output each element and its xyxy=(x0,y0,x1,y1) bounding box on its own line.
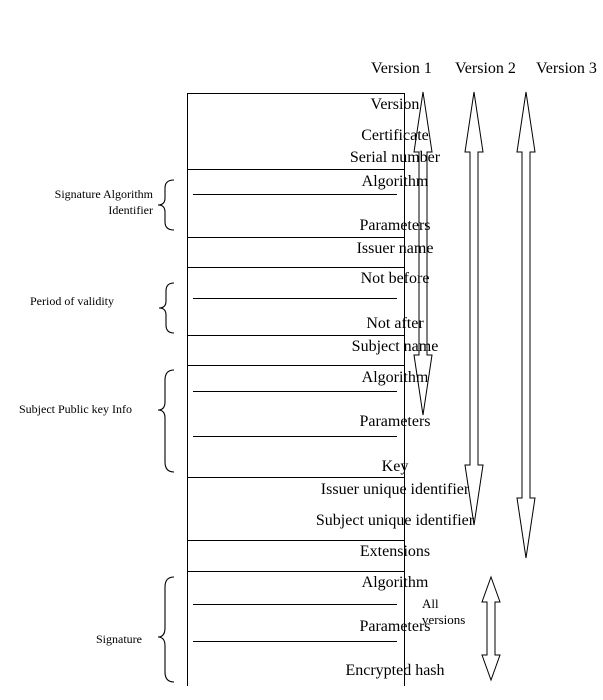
field-public-key-parameters: Parameters xyxy=(359,413,431,430)
version-1-arrow xyxy=(413,91,433,416)
all-versions-line: versions xyxy=(422,612,466,627)
field-signature-parameters-2: Parameters xyxy=(359,618,431,635)
group-label-subject-public-key-info: Subject Public key Info xyxy=(19,402,132,416)
version-1-header: Version 1 xyxy=(371,60,432,77)
group-label-signature-algorithm-identifier: Signature Algorithm Identifier xyxy=(27,186,153,218)
field-serial-number: Serial number xyxy=(349,149,441,166)
field-issuer-name: Issuer name xyxy=(356,240,434,257)
field-version: Version xyxy=(370,96,420,113)
field-subject-name: Subject name xyxy=(351,338,439,355)
field-subject-unique-identifier: Subject unique identifier xyxy=(315,512,475,529)
all-versions-line: All xyxy=(422,596,439,611)
version-2-header: Version 2 xyxy=(455,60,516,77)
all-versions-label: All versions xyxy=(422,596,465,628)
field-signature-algorithm-2: Algorithm xyxy=(361,574,429,591)
version-3-header: Version 3 xyxy=(536,60,597,77)
field-certificate: Certificate xyxy=(361,127,429,144)
group-label-line: Identifier xyxy=(108,203,153,217)
field-extensions: Extensions xyxy=(359,543,431,560)
field-encrypted-hash: Encrypted hash xyxy=(345,662,445,679)
all-versions-arrow xyxy=(481,575,501,682)
group-label-line: Signature Algorithm xyxy=(54,187,153,201)
group-label-period-of-validity: Period of validity xyxy=(30,294,114,308)
field-issuer-unique-identifier: Issuer unique identifier xyxy=(320,481,470,498)
field-signature-parameters: Parameters xyxy=(359,217,431,234)
brace-signature xyxy=(157,576,175,683)
version-3-arrow xyxy=(516,91,536,559)
field-public-key-algorithm: Algorithm xyxy=(361,369,429,386)
field-not-before: Not before xyxy=(360,270,430,287)
field-signature-algorithm: Algorithm xyxy=(361,173,429,190)
field-key: Key xyxy=(381,458,409,475)
group-label-signature: Signature xyxy=(96,632,142,646)
version-2-arrow xyxy=(464,91,484,526)
field-not-after: Not after xyxy=(366,315,424,332)
brace-subject-public-key-info xyxy=(157,369,175,473)
brace-period-of-validity xyxy=(158,282,175,334)
brace-signature-algorithm-identifier xyxy=(157,179,175,231)
